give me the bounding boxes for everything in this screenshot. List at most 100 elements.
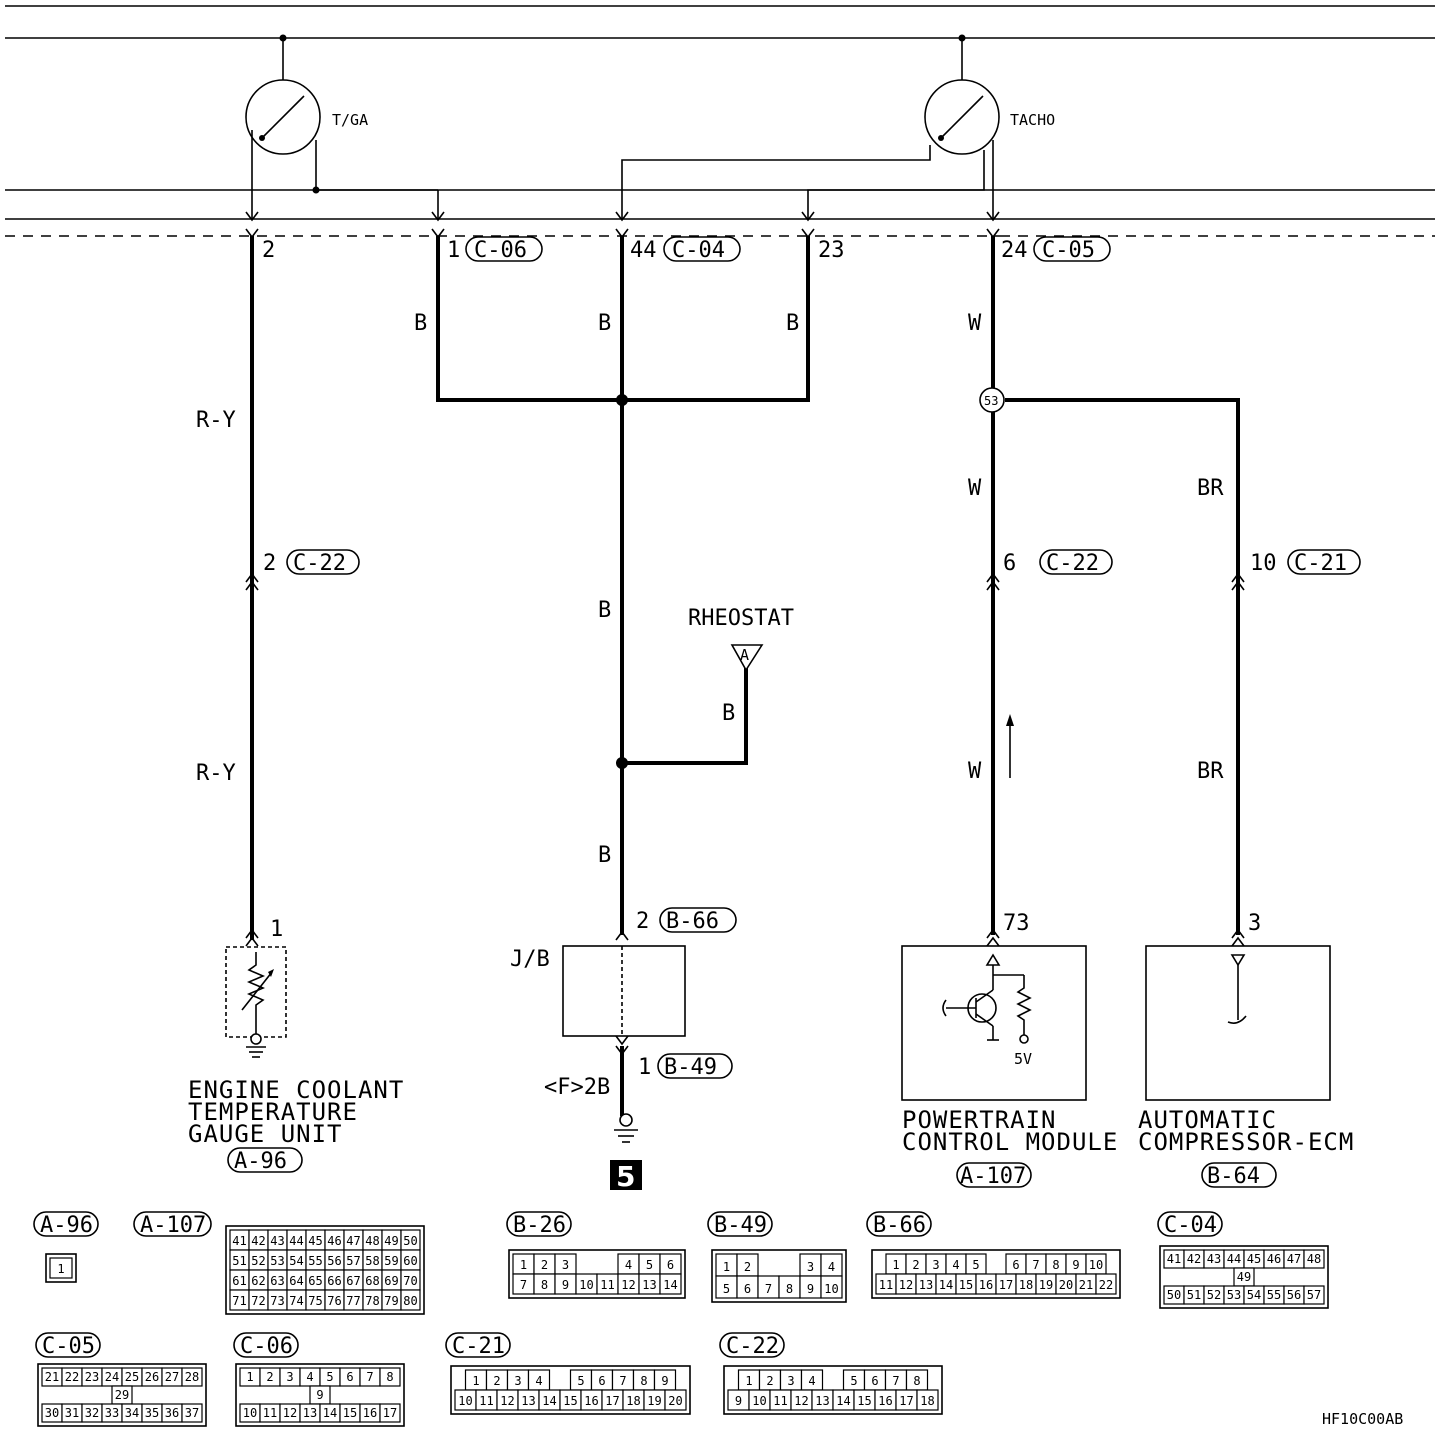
connector-view-label-badge	[866, 1211, 932, 1237]
connector-view-label: B-26	[513, 1213, 566, 1238]
connector-pin-number: 16	[878, 1394, 892, 1408]
connector-pin-number: 79	[384, 1294, 398, 1308]
connector-pin-number: 28	[185, 1370, 199, 1384]
connector-pin-number: 50	[403, 1234, 417, 1248]
temperature-gauge: T/GA	[245, 34, 439, 219]
connector-pin-number: 6	[744, 1282, 751, 1296]
wire-color-w-mid: W	[968, 476, 982, 501]
connector-cavity	[659, 1273, 682, 1295]
connector-pin-number: 24	[105, 1370, 119, 1384]
connector-pin-number: 1	[520, 1258, 527, 1272]
conn-a96: A-96	[234, 1149, 287, 1174]
connector-pin-number: 1	[246, 1370, 253, 1384]
wire-color-b-23: B	[786, 311, 799, 336]
connector-pin-number: 19	[647, 1394, 661, 1408]
connector-pin-number: 34	[125, 1406, 139, 1420]
connector-pin-number: 47	[1287, 1252, 1301, 1266]
pin-tga-2: 2	[262, 238, 275, 263]
connector-view-label-badge	[506, 1211, 572, 1237]
connector-pin-number: 35	[145, 1406, 159, 1420]
wire-color-br-upper: BR	[1197, 476, 1224, 501]
connector-pin-number: 54	[1247, 1288, 1261, 1302]
connector-pin-number: 12	[899, 1278, 913, 1292]
conn-b49: B-49	[664, 1055, 717, 1080]
connector-pin-number: 3	[932, 1258, 939, 1272]
connector-pin-number: 12	[283, 1406, 297, 1420]
connector-pin-number: 1	[745, 1374, 752, 1388]
connector-view-label-badge	[1157, 1211, 1223, 1237]
connector-pin-number: 20	[668, 1394, 682, 1408]
pin-b66-2: 2	[636, 909, 649, 934]
connector-pin-number: 7	[1032, 1258, 1039, 1272]
connector-pin-number: 2	[493, 1374, 500, 1388]
connector-pin-number: 1	[892, 1258, 899, 1272]
connector-view-label-badge	[233, 1332, 299, 1358]
ect-label-line3: GAUGE UNIT	[188, 1120, 343, 1148]
connector-pin-number: 56	[1287, 1288, 1301, 1302]
conn-a96-badge	[227, 1147, 303, 1173]
connector-pin-number: 43	[1207, 1252, 1221, 1266]
wire-color-b-mid: B	[598, 598, 611, 623]
connector-pin-number: 14	[939, 1278, 953, 1292]
connector-pin-number: 6	[667, 1258, 674, 1272]
connector-cavity	[1303, 1285, 1325, 1305]
connector-pin-number: 51	[1187, 1288, 1201, 1302]
connector-pin-number: 12	[500, 1394, 514, 1408]
connector-pin-number: 7	[619, 1374, 626, 1388]
connector-view-label-badge	[707, 1211, 773, 1237]
connector-pin-number: 2	[912, 1258, 919, 1272]
connector-cavity	[181, 1403, 203, 1423]
connector-view-label-badge	[133, 1211, 212, 1237]
connector-pin-number: 10	[752, 1394, 766, 1408]
pin-c21-10: 10	[1250, 551, 1277, 576]
connector-pin-number: 6	[598, 1374, 605, 1388]
connector-pin-number: 75	[308, 1294, 322, 1308]
connector-pin-number: 69	[384, 1274, 398, 1288]
wire-color-w-low: W	[968, 759, 982, 784]
pin-c22-6: 6	[1003, 551, 1016, 576]
conn-c06-badge	[465, 236, 543, 262]
connector-pin-number: 76	[327, 1294, 341, 1308]
connector-pin-number: 10	[458, 1394, 472, 1408]
connector-pin-number: 1	[723, 1260, 730, 1274]
connector-pin-number: 58	[365, 1254, 379, 1268]
connector-pin-number: 64	[289, 1274, 303, 1288]
conn-c22-right: C-22	[1046, 551, 1099, 576]
splice-53	[979, 387, 1005, 413]
pcm-5v-label: 5V	[1014, 1050, 1032, 1068]
connector-pin-number: 55	[1267, 1288, 1281, 1302]
rheostat-terminal: A	[730, 644, 764, 672]
connector-pin-number: 16	[979, 1278, 993, 1292]
inline-connectors	[245, 572, 1245, 591]
connector-pin-number: 53	[270, 1254, 284, 1268]
connector-pin-number: 66	[327, 1274, 341, 1288]
connector-pin-number: 14	[542, 1394, 556, 1408]
connector-pin-number: 13	[642, 1278, 656, 1292]
jb-label: J/B	[510, 947, 550, 972]
connector-pin-number: 41	[1167, 1252, 1181, 1266]
connector-pin-number: 18	[920, 1394, 934, 1408]
connector-pin-number: 54	[289, 1254, 303, 1268]
connector-pin-number: 9	[661, 1374, 668, 1388]
pcm-label-line2: CONTROL MODULE	[902, 1128, 1118, 1156]
acecm-label-line1: AUTOMATIC	[1138, 1106, 1277, 1134]
connector-pin-number: 52	[1207, 1288, 1221, 1302]
connector-view-a-96: A-961	[33, 1211, 99, 1283]
wire-color-w-top: W	[968, 311, 982, 336]
connector-pin-number: 21	[1079, 1278, 1093, 1292]
conn-c22-badge-left	[286, 549, 360, 575]
connector-pin-number: 13	[303, 1406, 317, 1420]
connector-pin-number: 67	[346, 1274, 360, 1288]
connector-pin-number: 10	[243, 1406, 257, 1420]
connector-pin-number: 16	[584, 1394, 598, 1408]
ect-label-line1: ENGINE COOLANT	[188, 1076, 404, 1104]
pin-b49-1: 1	[638, 1055, 651, 1080]
connector-pin-number: 21	[45, 1370, 59, 1384]
tachometer: TACHO	[621, 34, 1055, 219]
